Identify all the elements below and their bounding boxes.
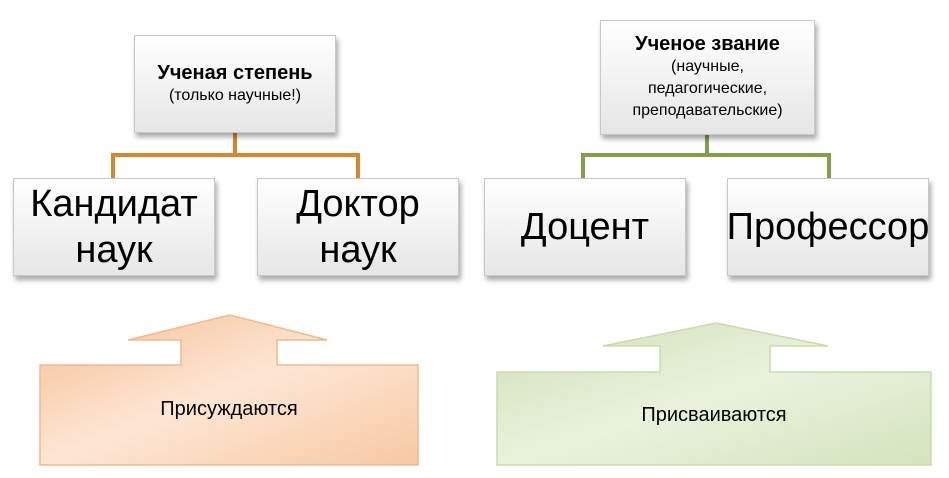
academic-title-subtitle-3: преподавательские) — [632, 102, 783, 119]
doctor-box: Доктор наук — [257, 178, 459, 276]
awarded-label: Присуждаются — [160, 398, 298, 420]
academic-title-subtitle-1: (научные, — [671, 58, 744, 75]
docent-box: Доцент — [484, 178, 686, 276]
academic-degree-subtitle: (только научные!) — [168, 86, 302, 104]
doctor-label: Доктор наук — [296, 183, 420, 271]
candidate-label: Кандидат наук — [30, 183, 198, 271]
orange-up-arrow — [39, 314, 419, 466]
academic-degree-title: Ученая степень — [157, 61, 313, 84]
academic-degree-box: Ученая степень (только научные!) — [134, 35, 336, 133]
candidate-box: Кандидат наук — [13, 178, 215, 276]
green-connector — [581, 135, 831, 178]
academic-title-box: Ученое звание (научные, педагогические, … — [600, 20, 815, 135]
docent-label: Доцент — [520, 206, 650, 248]
green-up-arrow — [496, 322, 932, 466]
academic-title-subtitle-2: педагогические, — [647, 80, 768, 97]
conferred-label: Присваиваются — [641, 404, 787, 426]
professor-label: Профессор — [726, 206, 930, 248]
academic-title-title: Ученое звание — [635, 33, 780, 55]
orange-connector — [111, 133, 360, 178]
professor-box: Профессор — [727, 178, 929, 276]
